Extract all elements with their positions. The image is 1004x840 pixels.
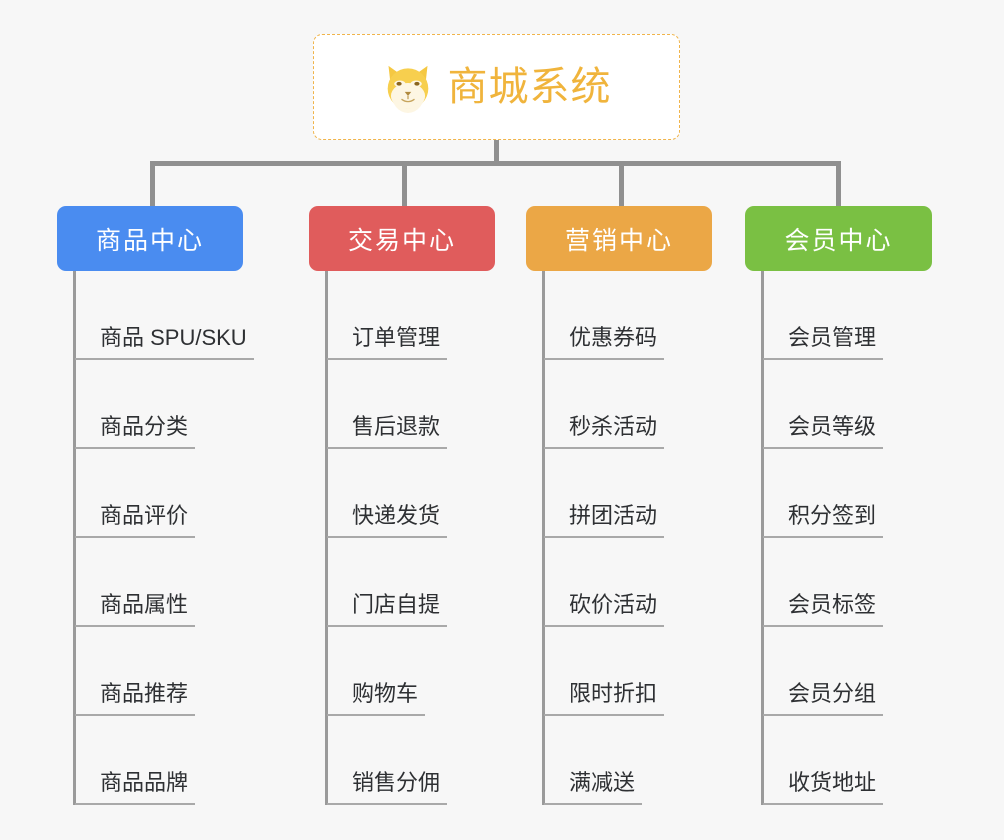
leaf-item-label: 商品评价 xyxy=(100,502,189,528)
leaf-item-underline xyxy=(327,536,447,538)
leaf-item-label: 商品 SPU/SKU xyxy=(100,324,247,350)
leaf-item[interactable]: 订单管理 xyxy=(325,271,453,360)
leaf-item[interactable]: 售后退款 xyxy=(325,360,453,449)
leaf-item[interactable]: 商品分类 xyxy=(73,360,201,449)
leaf-item-label: 商品分类 xyxy=(100,413,189,439)
leaf-item-label: 优惠券码 xyxy=(569,324,658,350)
leaf-item-underline xyxy=(75,447,195,449)
leaf-item[interactable]: 会员管理 xyxy=(761,271,889,360)
shiba-dog-face-icon xyxy=(387,65,428,113)
leaf-item[interactable]: 满减送 xyxy=(542,716,648,805)
leaf-item-label: 收货地址 xyxy=(788,769,877,795)
leaf-item[interactable]: 砍价活动 xyxy=(542,538,670,627)
leaf-item-underline xyxy=(544,447,664,449)
leaf-item[interactable]: 积分签到 xyxy=(761,449,889,538)
leaf-item-underline xyxy=(763,714,883,716)
leaf-item-underline xyxy=(75,536,195,538)
leaf-item[interactable]: 门店自提 xyxy=(325,538,453,627)
leaf-item-label: 会员等级 xyxy=(788,413,877,439)
leaf-item[interactable]: 会员分组 xyxy=(761,627,889,716)
leaf-item-underline xyxy=(544,536,664,538)
category-header-label: 商品中心 xyxy=(95,226,204,255)
connector-horizontal-bus xyxy=(150,161,841,166)
connector-drop-1 xyxy=(150,161,155,208)
leaf-item-label: 售后退款 xyxy=(352,413,441,439)
leaf-item-label: 销售分佣 xyxy=(352,769,441,795)
leaf-item-underline xyxy=(327,714,425,716)
leaf-item[interactable]: 收货地址 xyxy=(761,716,889,805)
leaf-spine xyxy=(73,271,76,805)
leaf-spine xyxy=(325,271,328,805)
leaf-item-label: 积分签到 xyxy=(788,502,877,528)
connector-drop-2 xyxy=(402,161,407,208)
category-header-label: 会员中心 xyxy=(784,226,893,255)
leaf-item-label: 会员管理 xyxy=(788,324,877,350)
leaf-item-underline xyxy=(763,536,883,538)
leaf-item-underline xyxy=(763,625,883,627)
leaf-item[interactable]: 快递发货 xyxy=(325,449,453,538)
leaf-item-underline xyxy=(763,803,883,805)
leaf-item[interactable]: 优惠券码 xyxy=(542,271,670,360)
leaf-item-underline xyxy=(327,803,447,805)
leaf-item-underline xyxy=(544,358,664,360)
leaf-item-underline xyxy=(763,447,883,449)
leaf-item-underline xyxy=(544,714,664,716)
leaf-item-label: 门店自提 xyxy=(352,591,441,617)
leaf-spine xyxy=(761,271,764,805)
connector-drop-4 xyxy=(836,161,841,208)
leaf-item[interactable]: 会员等级 xyxy=(761,360,889,449)
connector-drop-3 xyxy=(619,161,624,208)
root-node[interactable]: 商城系统 xyxy=(313,34,680,140)
category-header-product[interactable]: 商品中心 xyxy=(57,206,243,271)
leaf-item-underline xyxy=(75,358,254,360)
leaf-item[interactable]: 销售分佣 xyxy=(325,716,453,805)
leaf-item-label: 满减送 xyxy=(569,769,636,795)
leaf-item-label: 会员标签 xyxy=(788,591,877,617)
leaf-item-label: 限时折扣 xyxy=(569,680,658,706)
leaf-item[interactable]: 商品品牌 xyxy=(73,716,201,805)
leaf-item[interactable]: 商品推荐 xyxy=(73,627,201,716)
leaf-item-label: 砍价活动 xyxy=(569,591,658,617)
connector-root-stem xyxy=(494,140,499,164)
leaf-item-underline xyxy=(75,803,195,805)
category-header-label: 营销中心 xyxy=(564,226,673,255)
leaf-item[interactable]: 商品评价 xyxy=(73,449,201,538)
category-header-member[interactable]: 会员中心 xyxy=(745,206,932,271)
leaf-item[interactable]: 秒杀活动 xyxy=(542,360,670,449)
leaf-item-underline xyxy=(327,358,447,360)
leaf-item[interactable]: 会员标签 xyxy=(761,538,889,627)
category-header-marketing[interactable]: 营销中心 xyxy=(526,206,712,271)
leaf-item-underline xyxy=(544,803,642,805)
leaf-item-label: 会员分组 xyxy=(788,680,877,706)
leaf-item-label: 拼团活动 xyxy=(569,502,658,528)
leaf-item-label: 商品属性 xyxy=(100,591,189,617)
leaf-item-label: 购物车 xyxy=(352,680,419,706)
leaf-item-underline xyxy=(327,447,447,449)
leaf-item-underline xyxy=(75,714,195,716)
leaf-item[interactable]: 拼团活动 xyxy=(542,449,670,538)
category-header-trade[interactable]: 交易中心 xyxy=(309,206,495,271)
leaf-item-label: 秒杀活动 xyxy=(569,413,658,439)
leaf-item-label: 订单管理 xyxy=(352,324,441,350)
leaf-item[interactable]: 购物车 xyxy=(325,627,431,716)
leaf-item-underline xyxy=(763,358,883,360)
leaf-item[interactable]: 商品 SPU/SKU xyxy=(73,271,260,360)
leaf-item-label: 快递发货 xyxy=(352,502,441,528)
leaf-item-underline xyxy=(75,625,195,627)
root-title: 商城系统 xyxy=(447,65,612,109)
leaf-item-label: 商品品牌 xyxy=(100,769,189,795)
leaf-item[interactable]: 限时折扣 xyxy=(542,627,670,716)
leaf-spine xyxy=(542,271,545,805)
leaf-item-label: 商品推荐 xyxy=(100,680,189,706)
leaf-item[interactable]: 商品属性 xyxy=(73,538,201,627)
category-header-label: 交易中心 xyxy=(347,226,456,255)
leaf-item-underline xyxy=(327,625,447,627)
leaf-item-underline xyxy=(544,625,664,627)
